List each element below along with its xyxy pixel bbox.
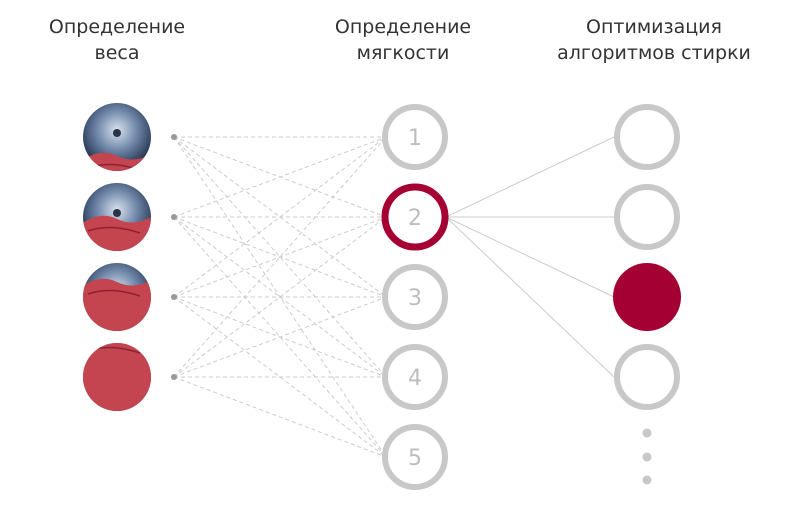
softness-label-2: 2 (408, 206, 422, 231)
drum-image (83, 263, 151, 331)
softness-circle-2 (381, 183, 449, 251)
connection-line (173, 216, 387, 378)
header-optimization: Оптимизация алгоритмов стирки (534, 14, 774, 66)
header-weight-line2: веса (94, 42, 140, 64)
header-softness-line2: мягкости (356, 42, 450, 64)
algorithm-circle-4 (614, 344, 680, 410)
softness-label-3: 3 (408, 286, 422, 311)
connection-line (173, 216, 387, 458)
connection-line (173, 136, 387, 298)
softness-circle-1 (382, 104, 448, 170)
output-line (445, 216, 615, 298)
laundry-fold (87, 289, 141, 297)
header-weight-line1: Определение (48, 16, 186, 38)
connection-line (173, 136, 387, 218)
ellipsis-dot (642, 452, 652, 462)
drum-hub (113, 129, 121, 137)
algorithm-circle-1 (614, 104, 680, 170)
node-dot (171, 294, 177, 300)
softness-circle-3 (382, 264, 448, 330)
connection-line (173, 216, 387, 378)
weight-image-3 (83, 263, 151, 331)
laundry-fold (87, 226, 141, 234)
connection-line (173, 296, 387, 378)
header-optimization-line1: Оптимизация (586, 16, 722, 38)
drum-image (83, 103, 151, 171)
drum-image (83, 183, 151, 251)
header-weight: Определение веса (0, 14, 237, 66)
softness-label-5: 5 (408, 446, 422, 471)
laundry (83, 343, 151, 411)
softness-circle-5 (382, 424, 448, 490)
softness-circle-4 (382, 344, 448, 410)
node-dot (171, 214, 177, 220)
header-softness: Определение мягкости (283, 14, 523, 66)
drum-image (83, 343, 151, 411)
node-dot (171, 134, 177, 140)
output-line (445, 216, 615, 378)
laundry (83, 278, 151, 331)
softness-label-1: 1 (408, 126, 422, 151)
connection-line (173, 136, 387, 378)
header-softness-line1: Определение (334, 16, 472, 38)
connection-line (173, 136, 387, 298)
node-dot (171, 374, 177, 380)
output-line (445, 136, 615, 218)
laundry (83, 215, 151, 251)
header-optimization-line2: алгоритмов стирки (557, 42, 751, 64)
algorithm-circle-2 (614, 184, 680, 250)
weight-image-4 (83, 343, 151, 411)
weight-image-2 (83, 183, 151, 251)
softness-label-4: 4 (408, 366, 422, 391)
connection-line (173, 216, 387, 298)
ellipsis-dot (642, 428, 652, 438)
weight-image-1 (83, 103, 151, 171)
drum-hub (113, 209, 121, 217)
connection-line (173, 136, 387, 378)
ellipsis-dot (642, 475, 652, 485)
algorithm-circle-3 (613, 263, 681, 331)
connection-line (173, 376, 387, 458)
connection-line (173, 296, 387, 458)
